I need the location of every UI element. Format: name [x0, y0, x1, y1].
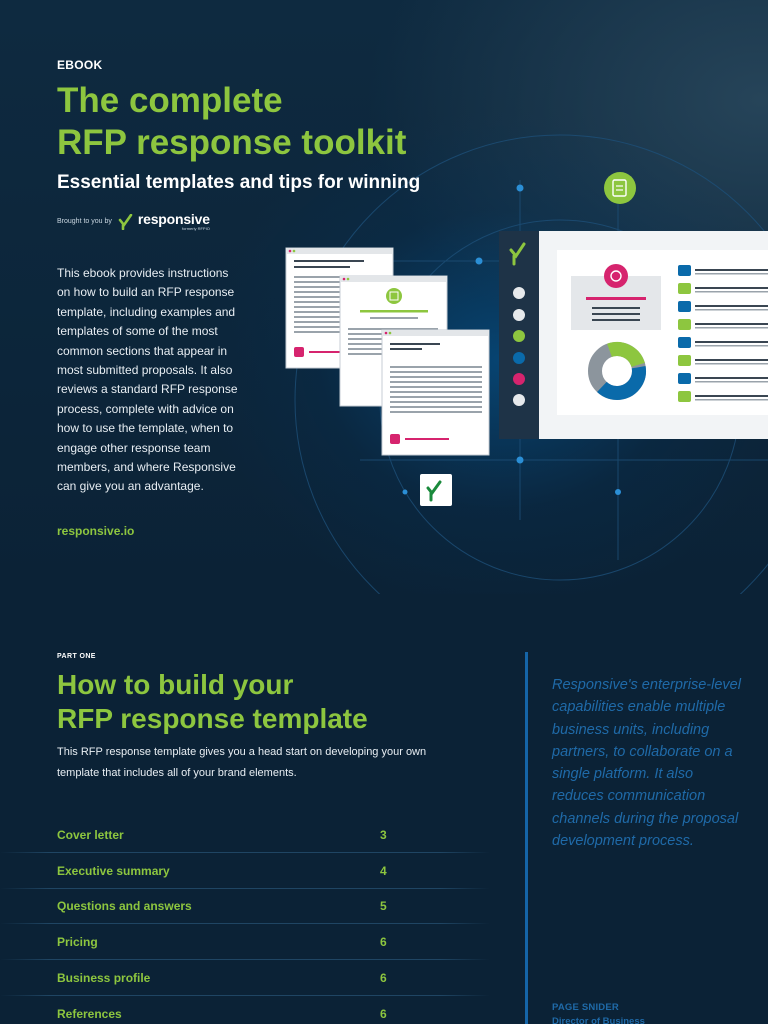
- quote-author: PAGE SNIDER: [552, 1002, 619, 1013]
- responsive-logo-icon: [118, 213, 133, 230]
- donut-chart-icon: [588, 342, 646, 400]
- hero-illustration: [285, 134, 768, 594]
- intro-paragraph: This ebook provides instructions on how …: [57, 266, 238, 494]
- toc-label: Business profile: [57, 971, 151, 986]
- toc-item[interactable]: Business profile 6: [0, 960, 490, 996]
- toc-label: Executive summary: [57, 863, 170, 878]
- toc-page: 6: [380, 971, 387, 986]
- sidebar-dots: [513, 287, 525, 406]
- document-card-3: [381, 329, 490, 456]
- brought-to-you-by: Brought to you by responsive formerly RF…: [57, 212, 210, 231]
- brought-by-text: Brought to you by: [57, 218, 112, 225]
- document-icon: [604, 172, 636, 204]
- hero-section: EBOOK The complete RFP response toolkit …: [0, 0, 768, 594]
- network-nodes: [402, 184, 621, 495]
- brand-name: responsive: [137, 211, 210, 227]
- toc-label: Cover letter: [57, 827, 124, 842]
- table-of-contents: Cover letter 3 Executive summary 4 Quest…: [0, 817, 490, 1024]
- quote-author-role: Director of Business: [552, 1016, 645, 1024]
- brand-sub: formerly RFPIO: [182, 226, 210, 231]
- page-title: The complete RFP response toolkit: [57, 80, 406, 164]
- toc-item[interactable]: Executive summary 4: [0, 853, 490, 889]
- toc-page: 6: [380, 1006, 387, 1021]
- toc-item[interactable]: Questions and answers 5: [0, 889, 490, 925]
- toc-page: 5: [380, 899, 387, 914]
- heading-line-1: How to build your: [57, 669, 294, 700]
- toc-label: References: [57, 1006, 122, 1021]
- quote-divider: [525, 652, 528, 1024]
- title-line-1: The complete: [57, 81, 283, 120]
- toc-page: 6: [380, 935, 387, 950]
- app-window: [499, 231, 768, 439]
- part-label: PART ONE: [57, 653, 96, 660]
- heading-line-2: RFP response template: [57, 703, 368, 734]
- section-heading: How to build your RFP response template: [57, 668, 368, 736]
- question-list: [678, 265, 768, 402]
- toc-item[interactable]: Cover letter 3: [0, 817, 490, 853]
- subtitle: Essential templates and tips for winning: [57, 172, 421, 193]
- website-link[interactable]: responsive.io: [57, 524, 135, 538]
- ebook-label: EBOOK: [57, 58, 103, 72]
- responsive-tile: [420, 474, 452, 506]
- toc-label: Questions and answers: [57, 899, 192, 914]
- toc-page: 4: [380, 863, 387, 878]
- toc-label: Pricing: [57, 935, 98, 950]
- brain-icon: [604, 264, 628, 288]
- title-line-2: RFP response toolkit: [57, 123, 407, 162]
- toc-page: 3: [380, 827, 387, 842]
- section-lead: This RFP response template gives you a h…: [57, 746, 427, 779]
- responsive-logo-icon: [509, 242, 526, 266]
- pull-quote: Responsive's enterprise-level capabiliti…: [552, 677, 741, 850]
- responsive-logo: responsive formerly RFPIO: [118, 212, 210, 231]
- toc-item[interactable]: References 6: [0, 996, 490, 1024]
- toc-item[interactable]: Pricing 6: [0, 924, 490, 960]
